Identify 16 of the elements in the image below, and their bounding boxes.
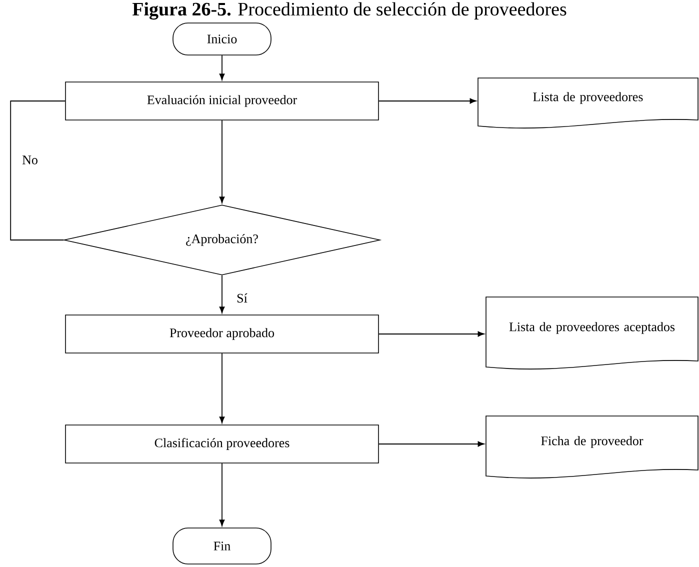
arrow bbox=[378, 98, 476, 104]
arrow bbox=[219, 462, 225, 526]
edge-label: No bbox=[22, 156, 38, 164]
process-box: Proveedor aprobado bbox=[65, 314, 379, 354]
arrow bbox=[378, 441, 484, 447]
process-box: Evaluación inicial proveedor bbox=[65, 82, 379, 120]
figure-title: Figura 26-5. Procedimiento de selección de proveedores bbox=[132, 2, 566, 20]
arrow bbox=[378, 331, 484, 337]
terminal-box: Fin bbox=[172, 528, 272, 564]
process-box: Clasificación proveedores bbox=[65, 424, 379, 464]
arrow bbox=[219, 120, 225, 204]
arrow bbox=[219, 54, 225, 80]
edge-label: Sí bbox=[237, 293, 248, 303]
arrow bbox=[219, 352, 225, 424]
arrow bbox=[219, 274, 225, 314]
terminal-box: Inicio bbox=[172, 22, 272, 56]
